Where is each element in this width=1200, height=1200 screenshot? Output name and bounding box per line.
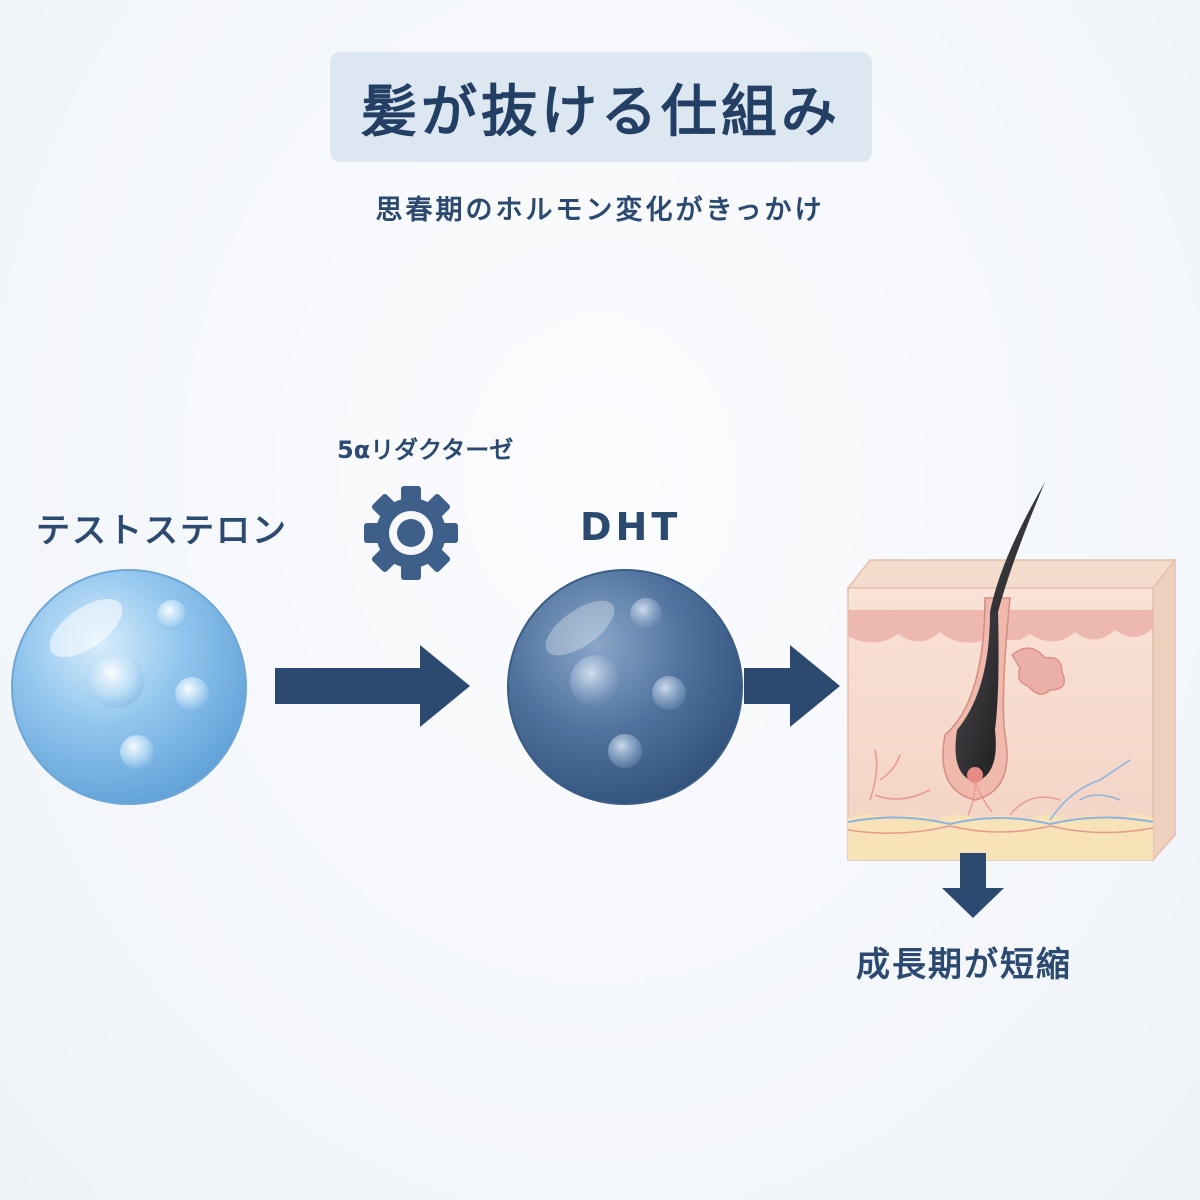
gear-icon	[364, 486, 458, 580]
arrow-right-icon	[744, 645, 840, 727]
enzyme-label: 5αリダクターゼ	[337, 436, 514, 464]
page-title: 髪が抜ける仕組み	[361, 79, 841, 145]
arrow-right-icon	[275, 645, 470, 727]
testosterone-label: テストステロン	[36, 511, 288, 551]
arrow-down-icon	[942, 853, 1004, 918]
dht-label: DHT	[580, 505, 682, 549]
dht-sphere-icon	[507, 569, 743, 805]
testosterone-sphere-icon	[11, 569, 247, 805]
result-label: 成長期が短縮	[856, 945, 1072, 985]
title-banner: 髪が抜ける仕組み	[330, 52, 872, 162]
hair-follicle-icon	[846, 482, 1177, 862]
page-subtitle: 思春期のホルモン変化がきっかけ	[375, 195, 825, 226]
